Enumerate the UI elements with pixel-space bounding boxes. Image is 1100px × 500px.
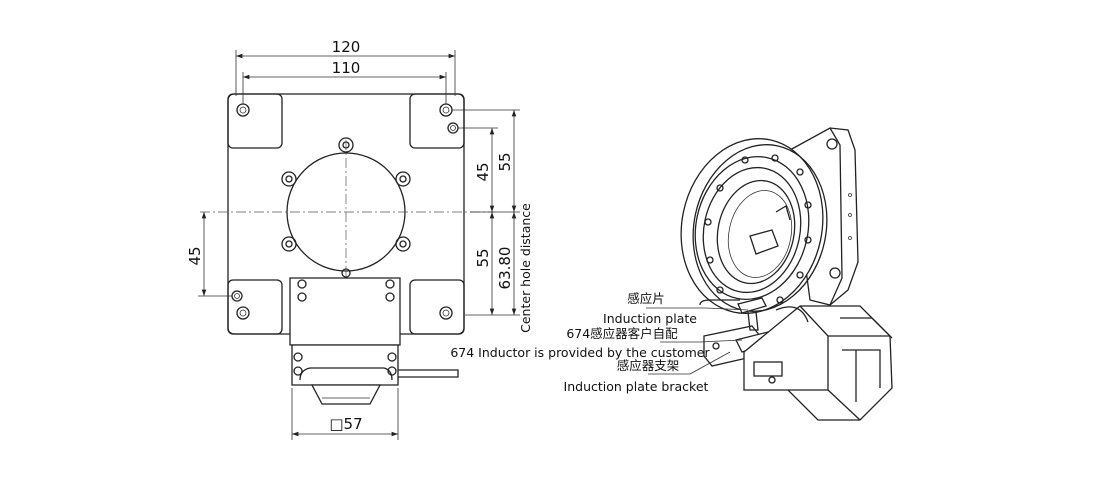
callout-bracket-en: Induction plate bracket (564, 379, 709, 394)
callout-inductor-cn: 674感应器客户自配 (566, 326, 678, 341)
dim-width-110: 110 (332, 59, 361, 77)
note-center-hole-distance: Center hole distance (518, 203, 533, 333)
callout-induction-plate-cn: 感应片 (627, 291, 665, 306)
callout-inductor-en: 674 Inductor is provided by the customer (450, 345, 710, 360)
ring-bolt-holes (704, 154, 812, 312)
corner-boss-top-left (227, 93, 283, 149)
corner-boss-top-right (409, 93, 465, 149)
callout-induction-plate-en: Induction plate (603, 311, 697, 326)
dim-width-120: 120 (332, 38, 361, 56)
callout-bracket-cn: 感应器支架 (617, 358, 680, 373)
corner-boss-bottom-right (409, 279, 465, 335)
iso-motor-body (743, 305, 893, 421)
motor-housing (289, 277, 459, 405)
dim-vertical-63-80: 63.80 (496, 247, 514, 290)
dim-vertical-45-right: 45 (474, 162, 492, 181)
dim-vertical-45-left: 45 (186, 246, 204, 265)
corner-boss-bottom-left (227, 279, 283, 335)
dim-vertical-55-lower: 55 (474, 248, 492, 267)
dim-vertical-55-upper: 55 (496, 152, 514, 171)
front-view: 120 110 45 55 55 63.80 Center hole dista… (186, 38, 533, 440)
dim-motor-57: □57 (329, 415, 362, 433)
callouts: 感应片 Induction plate 674感应器客户自配 674 Induc… (450, 291, 749, 394)
isometric-view (680, 127, 893, 421)
